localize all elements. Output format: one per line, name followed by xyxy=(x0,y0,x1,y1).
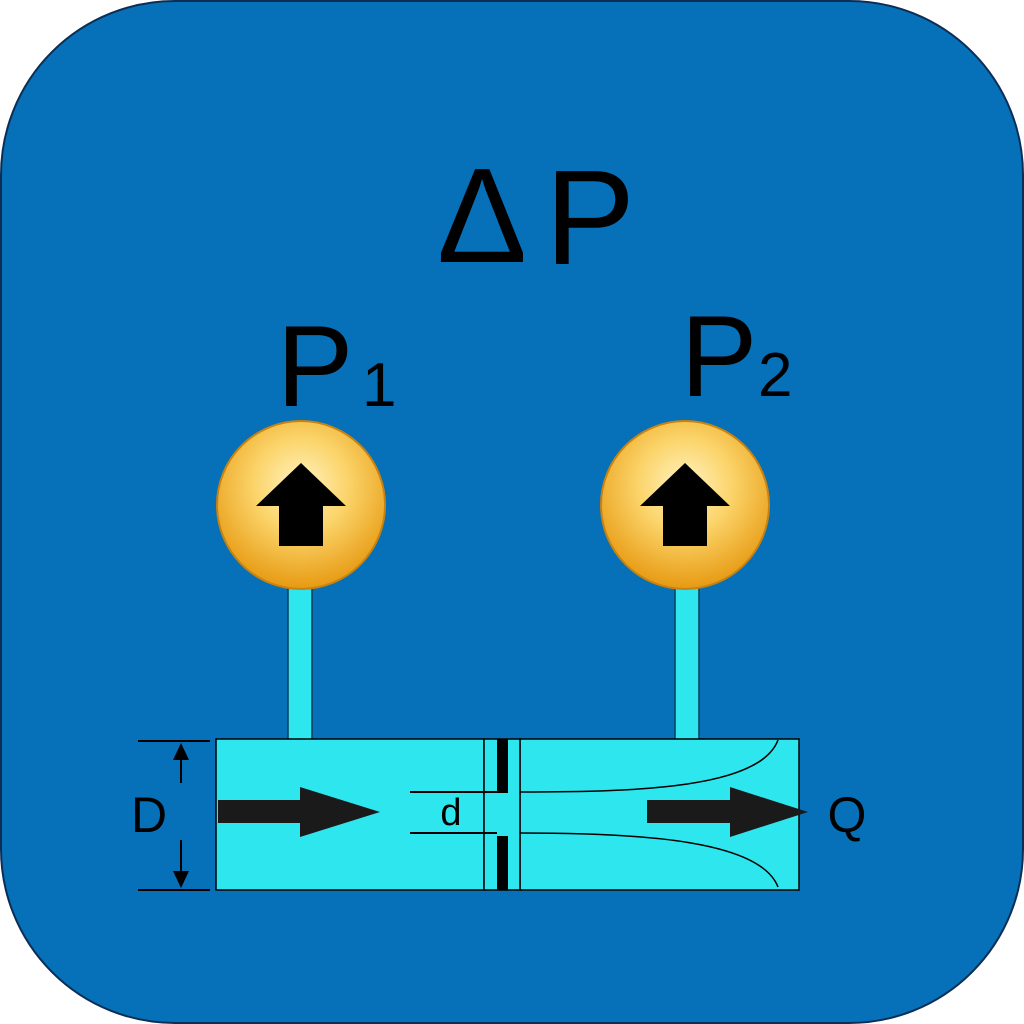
p1-subscript: 1 xyxy=(362,351,396,420)
flow-arrow-icon xyxy=(218,787,380,837)
flow-rate-label: Q xyxy=(828,787,867,843)
dimension-arrow-down xyxy=(173,871,189,888)
pressure-gauge-icon xyxy=(216,420,386,590)
upper-streamline xyxy=(519,739,779,793)
p2-label: P xyxy=(681,293,758,421)
delta-p-letter: P xyxy=(545,142,635,293)
lower-streamline xyxy=(519,832,779,888)
pipe-diameter-label: D xyxy=(131,787,167,843)
p2-subscript: 2 xyxy=(758,341,792,410)
orifice-diameter-label: d xyxy=(440,792,461,834)
p1-label: P xyxy=(277,303,354,431)
left-gauge-stem xyxy=(287,587,313,741)
pressure-gauge-icon xyxy=(600,420,770,590)
orifice-plate xyxy=(497,739,508,890)
dimension-arrow-up xyxy=(173,743,189,760)
right-gauge-stem xyxy=(674,587,700,741)
flow-arrow-icon xyxy=(647,787,808,837)
delta-symbol: Δ xyxy=(437,140,527,291)
